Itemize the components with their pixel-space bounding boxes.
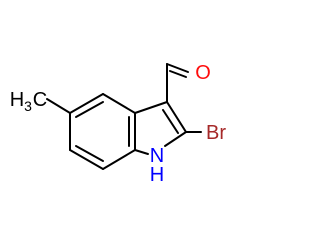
bond-c3-c2-inner — [162, 109, 179, 134]
bond-c3-c2 — [166, 101, 187, 133]
bond-cho-o-double — [169, 70, 187, 78]
bond-c6-c7-inner — [75, 145, 104, 162]
bond-n1-c7a — [134, 149, 149, 155]
methyl-subscript: 3 — [24, 98, 32, 114]
bond-c7-c7a — [102, 149, 136, 170]
atom-labels: O Br N H H 3 C — [10, 62, 227, 186]
methyl-h-label: H — [10, 89, 24, 111]
nh-h-label: H — [150, 164, 164, 186]
bond-c3a-c3 — [134, 101, 168, 114]
oxygen-label: O — [195, 62, 211, 84]
bond-c3a-c4 — [102, 93, 136, 114]
bond-c6-c7 — [69, 149, 104, 170]
bond-c4-c5 — [69, 93, 104, 114]
methyl-c-label: C — [33, 89, 47, 111]
molecule-diagram: O Br N H H 3 C — [10, 62, 227, 186]
bonds — [46, 63, 202, 170]
nh-n-label: N — [150, 145, 164, 167]
bond-c5-methyl — [46, 98, 71, 114]
bond-c4-c5-inner — [75, 101, 104, 118]
bromine-label: Br — [206, 122, 226, 144]
bond-cho-o — [166, 63, 189, 73]
bond-c2-n1 — [164, 131, 187, 147]
